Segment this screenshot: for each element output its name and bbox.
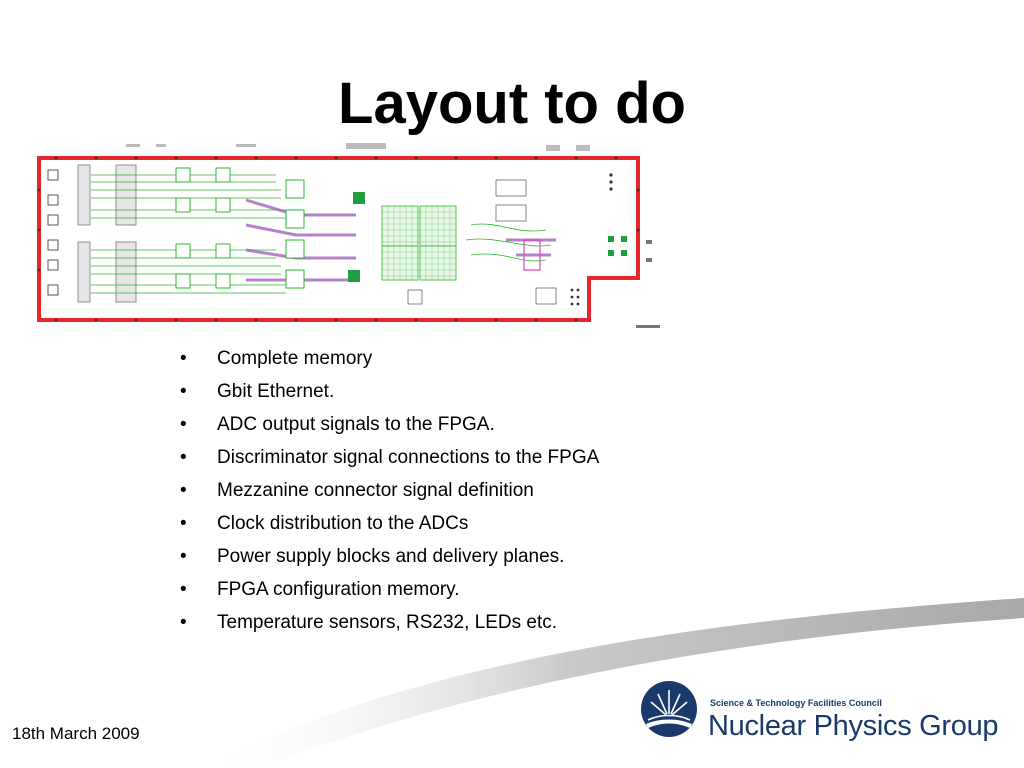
bullet-text: Temperature sensors, RS232, LEDs etc. (217, 612, 558, 633)
bullet-list: • Complete memory • Gbit Ethernet. • ADC ou… (180, 342, 599, 639)
bullet-text: Gbit Ethernet. (217, 381, 335, 402)
pcb-layout-image (36, 140, 666, 340)
bullet-marker: • (180, 480, 187, 501)
bullet-marker: • (180, 612, 187, 633)
logo-council-text: Science & Technology Facilities Council (710, 698, 882, 708)
bullet-item: • Clock distribution to the ADCs (180, 507, 599, 540)
bullet-marker: • (180, 381, 187, 402)
bullet-item: • Gbit Ethernet. (180, 375, 599, 408)
bullet-marker: • (180, 546, 187, 567)
stfc-logo: Science & Technology Facilities Council … (640, 680, 1000, 750)
slide-date: 18th March 2009 (12, 724, 140, 743)
bullet-item: • Power supply blocks and delivery planes… (180, 540, 599, 573)
bullet-text: ADC output signals to the FPGA. (217, 414, 495, 435)
stfc-emblem-icon (641, 681, 697, 737)
bullet-text: Power supply blocks and delivery planes. (217, 546, 565, 567)
bullet-item: • FPGA configuration memory. (180, 573, 599, 606)
bullet-item: • Complete memory (180, 342, 599, 375)
bullet-marker: • (180, 414, 187, 435)
logo-group-text: Nuclear Physics Group (708, 710, 999, 742)
bullet-item: • Discriminator signal connections to the… (180, 441, 599, 474)
bullet-marker: • (180, 513, 187, 534)
decorative-swoosh (200, 598, 1024, 768)
bullet-marker: • (180, 447, 187, 468)
bullet-item: • ADC output signals to the FPGA. (180, 408, 599, 441)
bullet-marker: • (180, 579, 187, 600)
bullet-text: Mezzanine connector signal definition (217, 480, 534, 501)
bullet-item: • Temperature sensors, RS232, LEDs etc. (180, 606, 599, 639)
bullet-item: • Mezzanine connector signal definition (180, 474, 599, 507)
bullet-text: FPGA configuration memory. (217, 579, 460, 600)
slide-title: Layout to do (338, 71, 686, 136)
bullet-marker: • (180, 348, 187, 369)
bullet-text: Complete memory (217, 348, 373, 369)
bullet-text: Discriminator signal connections to the … (217, 447, 600, 468)
bullet-text: Clock distribution to the ADCs (217, 513, 469, 534)
